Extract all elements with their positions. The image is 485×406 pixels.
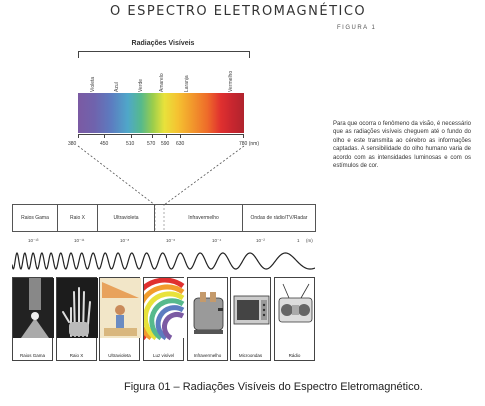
- visible-radiation-title: Radiações Visíveis: [131, 40, 195, 47]
- image-gamma: Raios Gama: [12, 277, 54, 361]
- region-ultraviolet: Ultravioleta: [98, 205, 155, 231]
- figure-label: FIGURA 1: [337, 25, 377, 31]
- wavelength-label: 780 (nm): [239, 141, 260, 147]
- wavelength-label: 630: [176, 141, 185, 147]
- power-unit: (m): [306, 238, 313, 243]
- image-caption: Raios Gama: [19, 353, 45, 358]
- image-xray: Raio X: [56, 277, 98, 361]
- image-radio: Rádio: [274, 277, 315, 361]
- spectrum-regions: Raios Gama Raio X Ultravioleta Infraverm…: [12, 204, 316, 232]
- wl-tick: [166, 134, 167, 138]
- image-caption: Ultravioleta: [108, 353, 131, 358]
- visible-spectrum-bar: [78, 93, 244, 133]
- image-microwave: Microondas: [230, 277, 271, 361]
- wave-illustration: [12, 251, 315, 270]
- image-strip: Raios Gama Raio X Ultravioleta: [12, 277, 315, 361]
- wavelength-label: 450: [100, 141, 109, 147]
- wl-tick: [243, 134, 244, 138]
- power-label: 10⁻¹¹: [74, 238, 85, 243]
- sunbathing-icon: [100, 278, 141, 338]
- region-radio: Ondas de rádio/TV/Radar: [250, 215, 308, 221]
- wavelength-label: 510: [126, 141, 135, 147]
- image-ultraviolet: Ultravioleta: [99, 277, 141, 361]
- power-label: 1: [297, 238, 300, 243]
- power-label: 10⁻⁴: [212, 238, 222, 243]
- region-xray: Raio X: [58, 205, 98, 231]
- wl-tick: [180, 134, 181, 138]
- region-gamma: Raios Gama: [13, 205, 58, 231]
- wavelength-label: 380: [68, 141, 77, 147]
- microwave-icon: [233, 295, 270, 325]
- wavelength-label: 570: [147, 141, 156, 147]
- image-caption: Microondas: [238, 353, 263, 358]
- rainbow-icon: [144, 278, 185, 341]
- image-caption: Infravermelho: [193, 353, 222, 358]
- image-caption: Luz visível: [152, 353, 174, 358]
- wl-tick: [104, 134, 105, 138]
- wl-tick: [131, 134, 132, 138]
- gamma-source-icon: [13, 278, 54, 338]
- visible-bracket: [78, 51, 250, 58]
- wavelength-axis: [78, 134, 244, 135]
- power-label: 10⁻²: [256, 238, 265, 243]
- image-caption: Raio X: [69, 353, 84, 358]
- region-infrared: Infravermelho: [165, 205, 243, 231]
- power-label: 10⁻⁸: [120, 238, 130, 243]
- image-infrared: Infravermelho: [187, 277, 228, 361]
- toaster-icon: [193, 292, 224, 334]
- image-visible-light: Luz visível: [143, 277, 185, 361]
- main-title: O ESPECTRO ELETROMAGNÉTICO: [110, 4, 367, 19]
- figure-caption: Figura 01 – Radiações Visíveis do Espect…: [124, 381, 423, 393]
- power-label: 10⁻¹³: [28, 238, 39, 243]
- explanation-paragraph: Para que ocorra o fenômeno da visão, é n…: [333, 121, 471, 170]
- xray-hand-icon: [57, 278, 98, 338]
- power-label: 10⁻⁶: [166, 238, 176, 243]
- image-caption: Rádio: [288, 353, 301, 358]
- wl-tick: [152, 134, 153, 138]
- radio-icon: [278, 283, 313, 323]
- wavelength-label: 590: [161, 141, 170, 147]
- wl-tick: [78, 134, 79, 138]
